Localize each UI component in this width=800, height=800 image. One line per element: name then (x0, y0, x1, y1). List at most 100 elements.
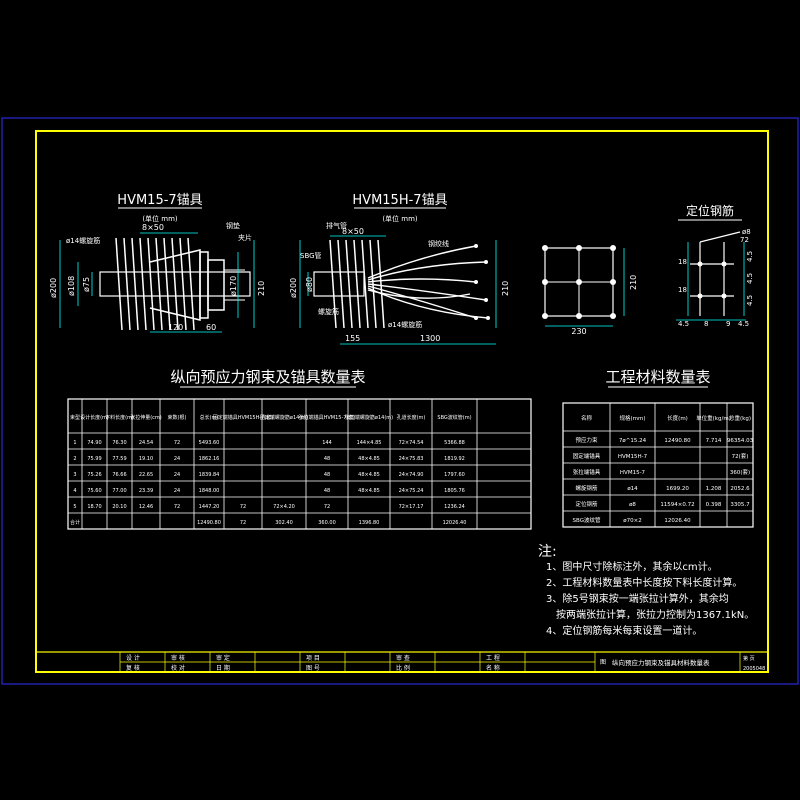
dim-spacing: 8×50 (142, 223, 164, 232)
title-block: 设 计 复 核 审 核 校 对 审 定 日 期 项 目 图 号 审 查 比 例 … (35, 651, 769, 673)
table1-cell: 77.00 (112, 488, 126, 494)
table1-cell: 72 (324, 504, 330, 510)
tendon-quantity-table: 纵向预应力钢束及锚具数量表 束型设计长度(m)下料长度(m)张拉伸量(cm)束数… (67, 368, 532, 530)
table1-cell: 48×4.85 (358, 456, 380, 462)
tb-cell: 复 核 (126, 664, 140, 672)
table2-cell: 96354.03 (727, 438, 754, 444)
drawing-frame (35, 130, 769, 673)
locating-bar-drawing: 定位钢筋 ø8 72 18 18 4.5 4.5 8 9 4.5 4.5 4.5 (676, 203, 754, 328)
table2-header: 规格(mm) (619, 414, 645, 422)
tb-cell: 审 查 (396, 654, 410, 662)
table2-header: 总重(kg) (729, 414, 751, 422)
tb-cell: 名 称 (486, 664, 500, 672)
tb-sheet: 第 页 (743, 655, 755, 662)
dim-strand-label: 钢绞线 (428, 239, 449, 248)
drawing1-title: HVM15-7锚具 (117, 193, 202, 208)
tb-cell: 工 程 (486, 654, 500, 662)
dim-d8: ø8 (742, 228, 751, 236)
material-quantity-table: 工程材料数量表 名称规格(mm)长度(m)单位重(kg/m)总重(kg)预应力束… (562, 368, 754, 528)
table2-cell: 7.714 (706, 438, 722, 444)
table1-cell: 48×4.85 (358, 488, 380, 494)
note-1: 1、图中尺寸除标注外，其余以cm计。 (546, 560, 718, 573)
table1-cell: 20.10 (112, 504, 126, 510)
dim-155: 155 (345, 334, 360, 343)
table1-cell: 1848.00 (199, 488, 220, 494)
table1-cell: 12490.80 (197, 520, 221, 526)
table1-header: 固定端锚具HVM15H-7(套) (213, 414, 274, 421)
drawing2-unit: (单位 mm) (382, 214, 418, 223)
anchor-drawing-hvm15h-7: HVM15H-7锚具 (单位 mm) 排气管 8×50 钢绞线 (289, 193, 510, 345)
table2-cell: 11594×0.72 (660, 502, 694, 508)
table1-cell: 24×75.83 (399, 456, 424, 462)
table1-header: 束型 (70, 414, 80, 421)
table1-cell: 18.70 (87, 504, 101, 510)
table1-cell: 23.39 (139, 488, 153, 494)
table2-cell: 3305.7 (730, 502, 750, 508)
tb-label: 图 (600, 659, 606, 666)
dim-d108: ø108 (67, 276, 76, 296)
tb-drawing-title: 纵向预应力钢束及锚具材料数量表 (612, 658, 710, 667)
table1-cell: 1839.84 (199, 472, 220, 478)
locating-grid-drawing: 230 210 (542, 245, 638, 336)
tb-cell: 审 核 (171, 654, 185, 662)
drawing2-title: HVM15H-7锚具 (352, 193, 447, 208)
table1-cell: 75.99 (87, 456, 101, 462)
drawing3-title: 定位钢筋 (686, 203, 734, 218)
table2-cell: 12490.80 (664, 438, 691, 444)
table2-cell: 定位钢筋 (575, 500, 598, 508)
dim-1300: 1300 (420, 334, 440, 343)
table2-cell: 螺旋钢筋 (575, 484, 598, 492)
table1-cell: 1 (73, 440, 76, 446)
dim-d75: ø75 (82, 277, 91, 292)
table1-title: 纵向预应力钢束及锚具数量表 (170, 368, 365, 386)
note-3: 3、除5号钢束按一端张拉计算外，其余均 (546, 592, 729, 605)
dim-4-5a: 4.5 (746, 251, 754, 262)
table2-cell: 预应力束 (575, 436, 598, 444)
dim-8: 8 (704, 320, 708, 328)
table1-cell: 72×74.54 (399, 440, 424, 446)
drawing1-unit: (单位 mm) (142, 214, 178, 223)
table1-cell: 48 (324, 488, 330, 494)
notes-title: 注: (538, 544, 557, 560)
table1-cell: 72 (240, 520, 246, 526)
table1-cell: 24 (174, 456, 180, 462)
table1-cell: 72×4.20 (273, 504, 295, 510)
table2-cell: ø8 (629, 502, 636, 508)
table1-cell: 1797.60 (444, 472, 465, 478)
dim-spiral-2: 螺旋筋 (318, 307, 339, 316)
tb-cell: 设 计 (126, 654, 140, 662)
table1-header: 张拉伸量(cm) (130, 414, 162, 421)
table1-cell: 12.46 (139, 504, 153, 510)
table1-cell: 1447.20 (199, 504, 220, 510)
table2-cell: HVM15H-7 (618, 454, 648, 460)
table2-cell: 360(套) (730, 468, 750, 476)
dim-d80: ø80 (305, 277, 314, 292)
tb-cell: 比 例 (396, 664, 410, 672)
table1-cell: 302.40 (275, 520, 293, 526)
table1-header: 设计长度(m) (80, 414, 109, 421)
dim-plate-label: 钢垫 (226, 221, 240, 230)
table1-cell: 76.66 (112, 472, 126, 478)
table1-cell: 24.54 (139, 440, 153, 446)
table2-cell: HVM15-7 (620, 470, 646, 476)
anchor-drawing-hvm15-7: HVM15-7锚具 (单位 mm) ø14螺旋筋 8×50 钢垫 夹片 ø200… (49, 193, 266, 333)
table1-cell: 72 (174, 440, 180, 446)
table1-cell: 3 (73, 472, 76, 478)
table1-header: 固定端螺旋筋ø14(m) (260, 414, 308, 421)
table1-cell: 24 (174, 488, 180, 494)
table1-cell: 76.30 (112, 440, 126, 446)
table1-cell: 5366.88 (444, 440, 465, 446)
dim-230: 230 (571, 327, 586, 336)
tb-cell: 图 号 (306, 665, 320, 672)
table2-cell: 0.398 (706, 502, 722, 508)
table1-cell: 144×4.85 (357, 440, 382, 446)
table2-header: 单位重(kg/m) (696, 414, 731, 422)
table2-cell: 张拉端锚具 (573, 468, 601, 476)
dim-72: 72 (740, 236, 749, 244)
table2-cell: SBG波纹管 (573, 516, 601, 524)
dim-4-5c: 4.5 (678, 320, 689, 328)
dim-d170: ø170 (229, 276, 238, 296)
table2-cell: 72(套) (732, 452, 749, 460)
dim-18a: 18 (678, 258, 687, 266)
table2-cell: ø70×2 (623, 518, 641, 524)
